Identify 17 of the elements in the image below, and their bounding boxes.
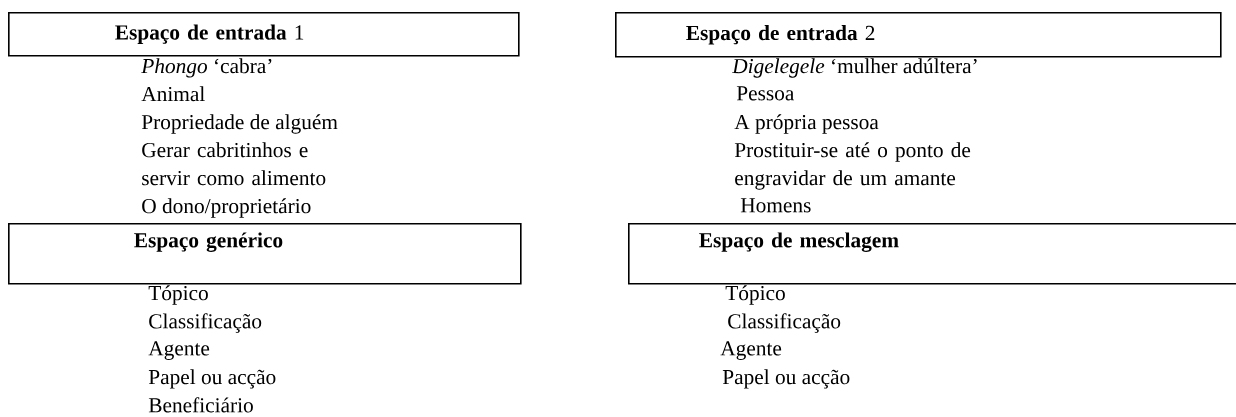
list-item: Papel ou acção	[148, 369, 276, 389]
list-item: Beneficiário	[148, 397, 253, 413]
list-item: Prostituir-se até o ponto de engravidar de um amante	[734, 142, 971, 190]
space-box: Espaço genérico	[8, 223, 522, 285]
list-item: Pessoa	[736, 86, 795, 101]
list-item: Classificação	[149, 313, 262, 333]
list-item: Papel ou acção	[722, 369, 850, 389]
list-item: Agente	[148, 341, 210, 360]
list-item: Classificação	[728, 313, 841, 333]
space-box: Espaço de entrada 2	[615, 12, 1222, 58]
space-box: Espaço de entrada 1	[8, 12, 520, 57]
space-box: Espaço de mesclagem	[628, 223, 1236, 285]
list-item: A própria pessoa	[734, 114, 879, 134]
list-item: Propriedade de alguém	[141, 114, 338, 134]
list-item: Agente	[720, 341, 782, 360]
list-item: Gerar cabritinhos e servir como alimento	[142, 142, 326, 186]
list-item: Animal	[141, 86, 205, 102]
